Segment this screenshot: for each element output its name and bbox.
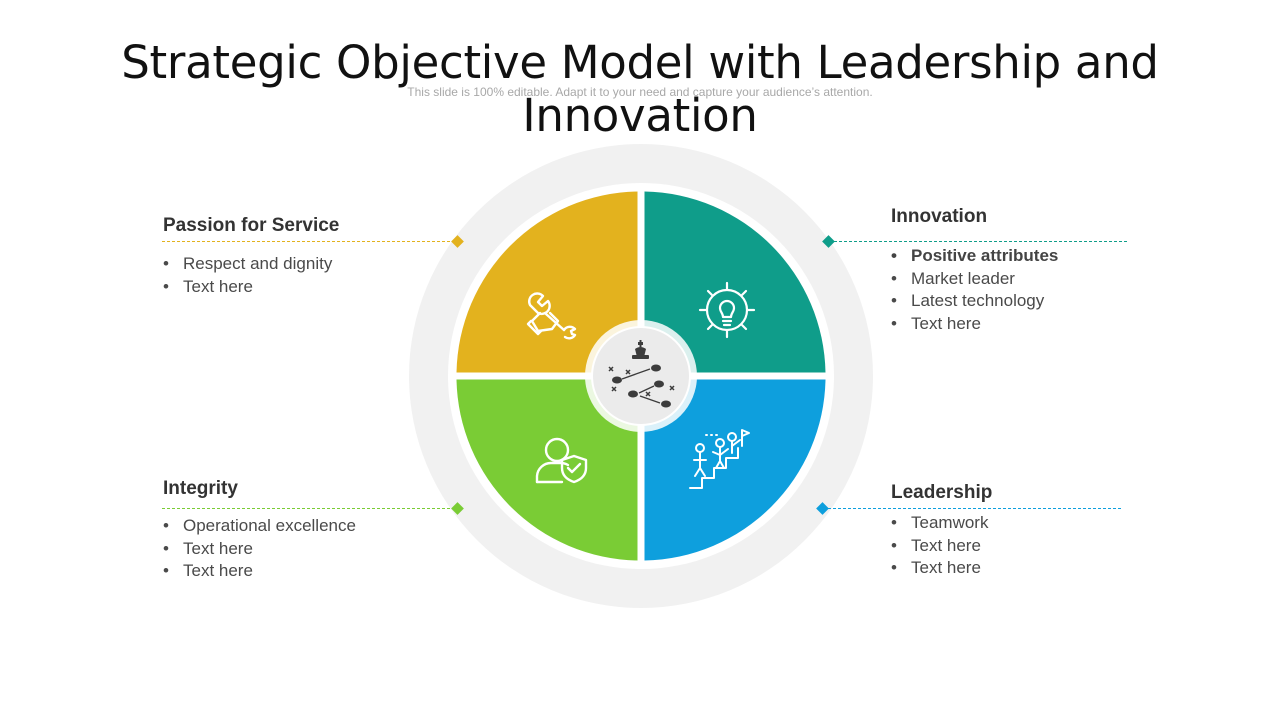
integrity-heading: Integrity [163, 478, 238, 499]
integrity-block: Integrity •Operational excellence •Text … [163, 478, 356, 583]
gear-lightbulb-icon [698, 281, 756, 339]
team-stairs-flag-icon [689, 429, 750, 489]
quadrant-leadership [644, 379, 826, 561]
list-item: •Text here [163, 561, 253, 580]
list-item: •Text here [891, 558, 981, 577]
leadership-heading: Leadership [891, 482, 993, 503]
list-item: •Respect and dignity [163, 254, 333, 273]
leadership-block: Leadership •Teamwork •Text here •Text he… [891, 482, 992, 580]
list-item: •Operational excellence [163, 516, 356, 535]
marker-passion [451, 235, 464, 248]
list-item: •Text here [891, 313, 981, 333]
quadrant-integrity [456, 379, 638, 561]
wrench-hand-icon [526, 292, 577, 340]
list-item: •Positive attributes [891, 246, 1059, 265]
list-item: •Market leader [891, 268, 1015, 288]
leadership-list: •Teamwork •Text here •Text here [891, 512, 992, 580]
innovation-list: •Positive attributes •Market leader •Lat… [891, 245, 1058, 335]
passion-list: •Respect and dignity •Text here [163, 253, 339, 298]
passion-block: Passion for Service •Respect and dignity… [163, 215, 339, 298]
list-item: •Text here [891, 535, 981, 555]
center-hub [591, 326, 691, 426]
list-item: •Text here [163, 538, 253, 558]
integrity-list: •Operational excellence •Text here •Text… [163, 515, 356, 583]
innovation-block: Innovation •Positive attributes •Market … [891, 206, 1058, 335]
innovation-heading: Innovation [891, 206, 988, 227]
list-item: •Teamwork [891, 513, 989, 532]
chess-strategy-icon [608, 340, 675, 408]
list-item: •Text here [163, 276, 253, 296]
slide-subtitle: This slide is 100% editable. Adapt it to… [407, 85, 873, 99]
marker-integrity [451, 502, 464, 515]
quadrant-passion [456, 191, 638, 373]
user-shield-icon [535, 437, 588, 484]
list-item: •Latest technology [891, 291, 1045, 310]
quadrant-innovation [644, 191, 826, 373]
passion-heading: Passion for Service [163, 215, 340, 236]
slide-title: Strategic Objective Model with Leadershi… [121, 36, 1159, 142]
